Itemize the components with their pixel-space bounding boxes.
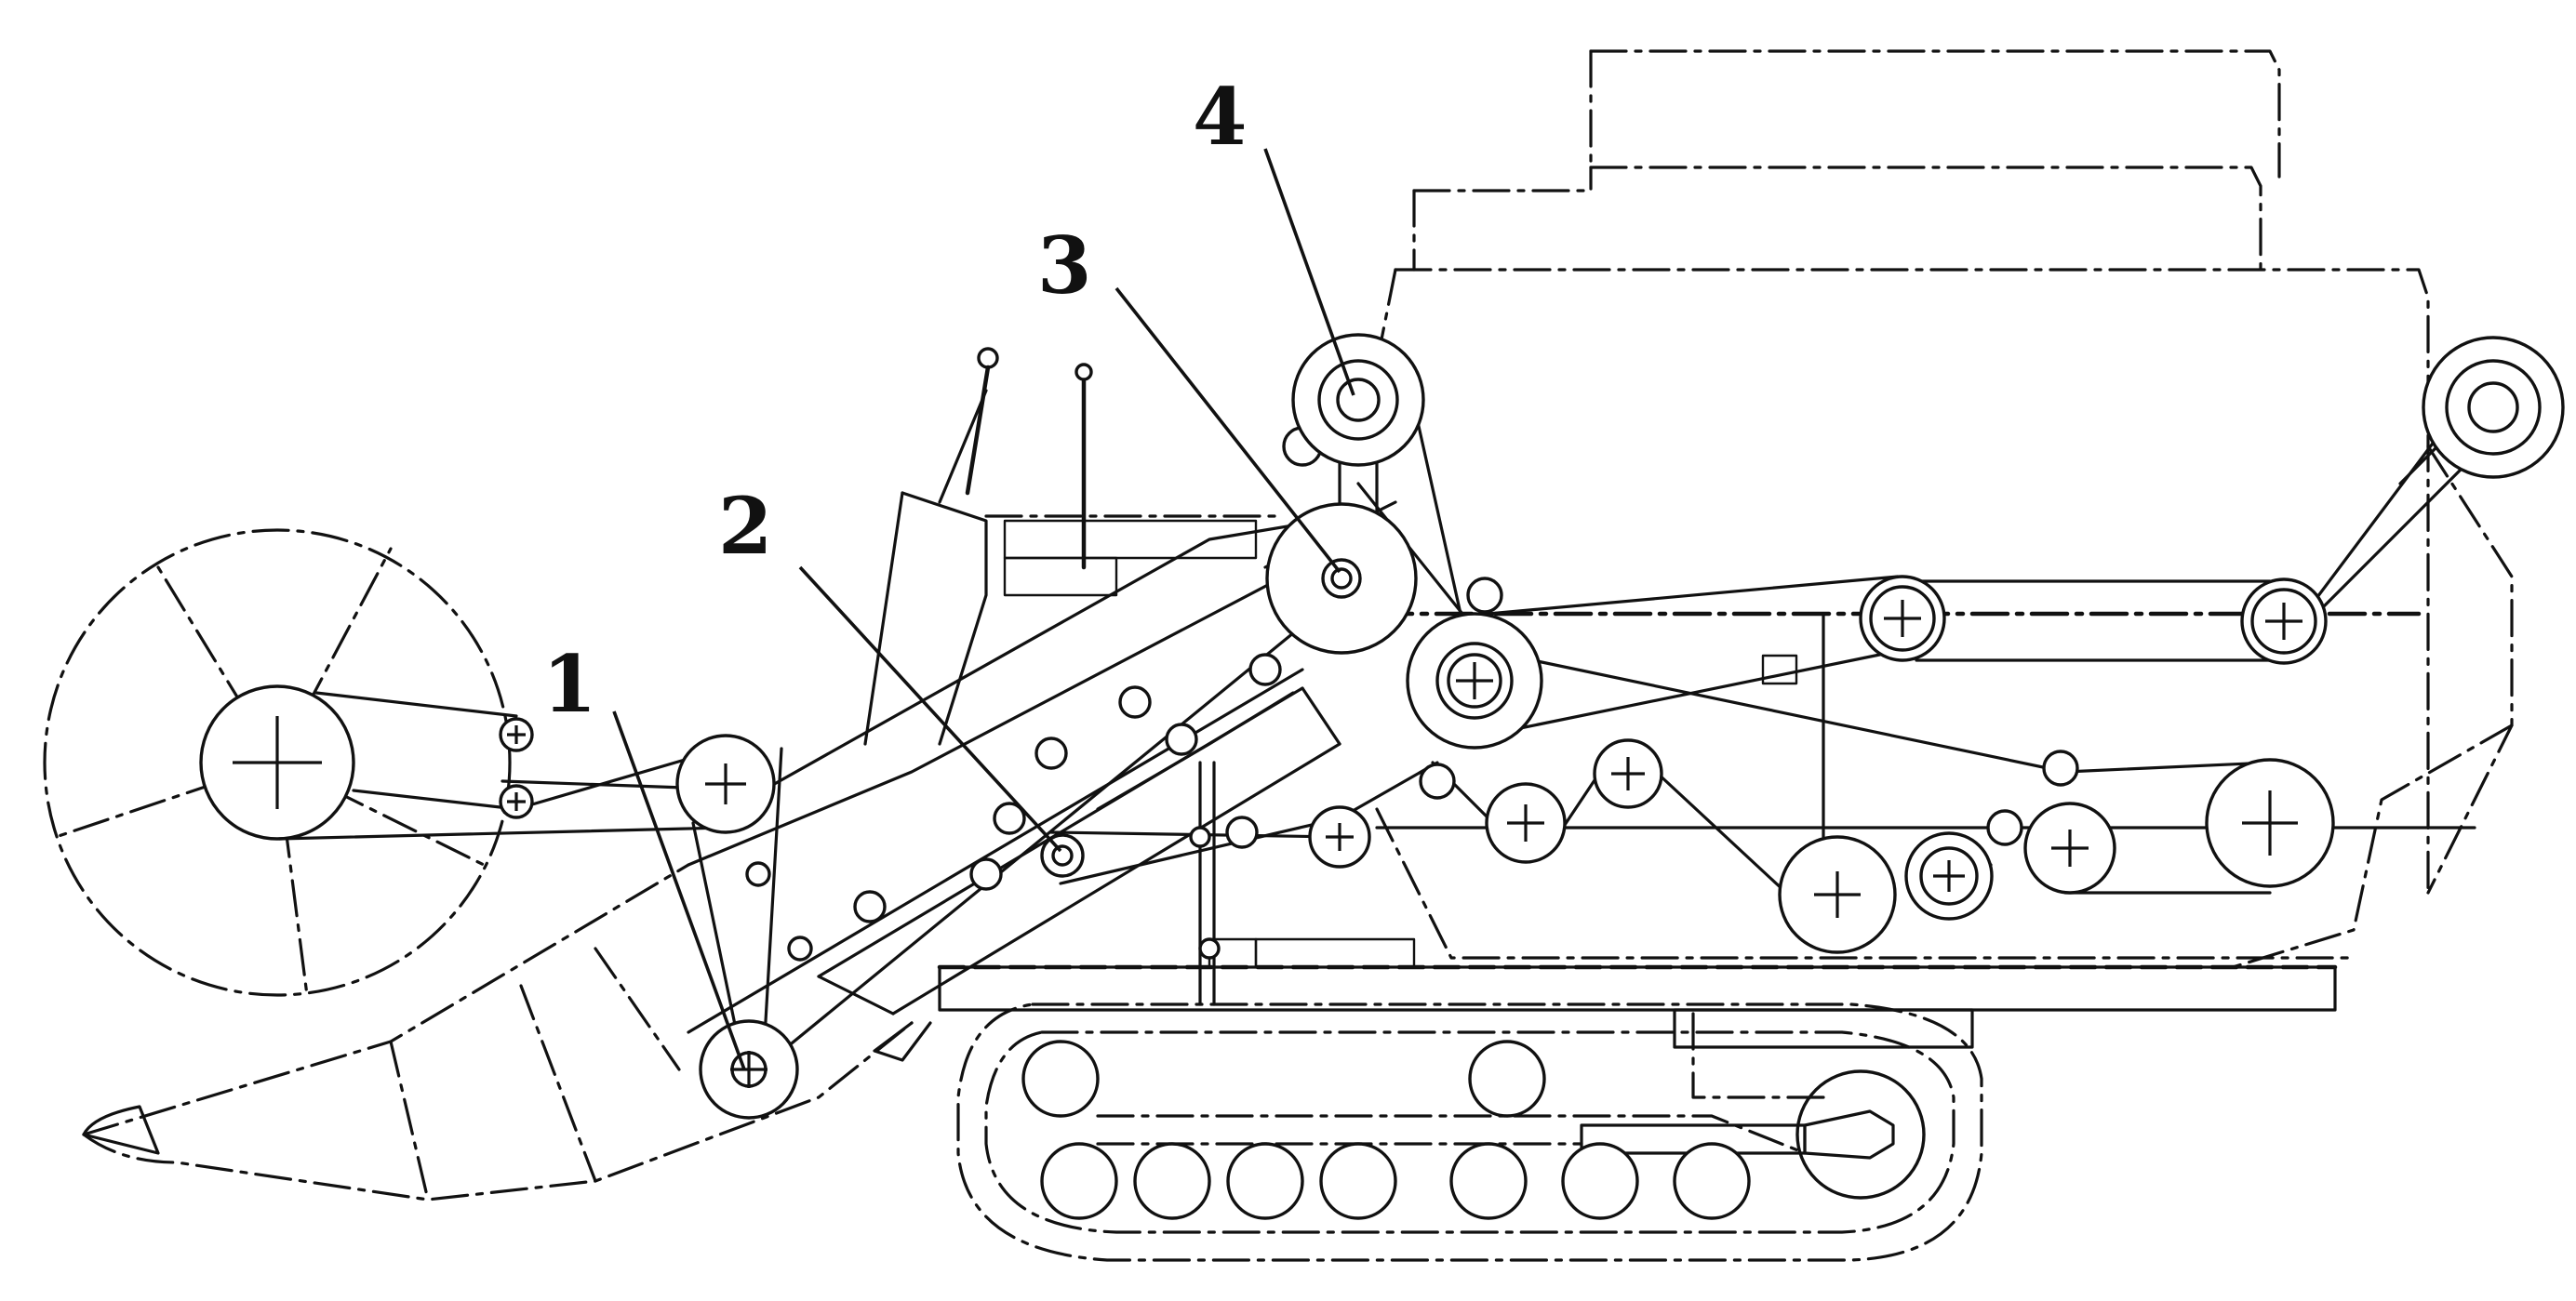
- pulley-2-feeder-lower: [1040, 833, 1085, 878]
- pulley-reel-small-lower: [499, 784, 534, 819]
- callout-2: 2: [718, 480, 772, 572]
- pulley-reel-small-upper: [499, 717, 534, 752]
- pulley-1-header-drive: [699, 1019, 799, 1120]
- callout-3: 3: [1037, 219, 1091, 312]
- pulleys: [499, 333, 2565, 1120]
- drive-belts: [277, 370, 2523, 1099]
- reel: [43, 528, 512, 997]
- chassis-frame: [937, 761, 2338, 1049]
- feeder-housing: [501, 519, 1341, 1062]
- cab: [863, 347, 1286, 746]
- track-idler-wheel: [1795, 1069, 1926, 1200]
- callout-labels: 1 2 3 4: [542, 71, 1247, 730]
- pulley-conveyor-top-left: [675, 734, 776, 834]
- track-drive-sprocket: [1021, 1040, 1100, 1118]
- pulley-rear-top: [2422, 336, 2565, 479]
- callout-4: 4: [1193, 71, 1247, 163]
- callout-leaders: [612, 148, 1355, 1070]
- crawler-track: [956, 1002, 1983, 1262]
- pulley-4-top-drive: [1291, 333, 1425, 467]
- pulley-3-feeder-upper: [1265, 502, 1418, 655]
- callout-1: 1: [542, 638, 596, 730]
- pulley-thresher-drive: [1406, 612, 1543, 750]
- header-platform: [82, 863, 914, 1201]
